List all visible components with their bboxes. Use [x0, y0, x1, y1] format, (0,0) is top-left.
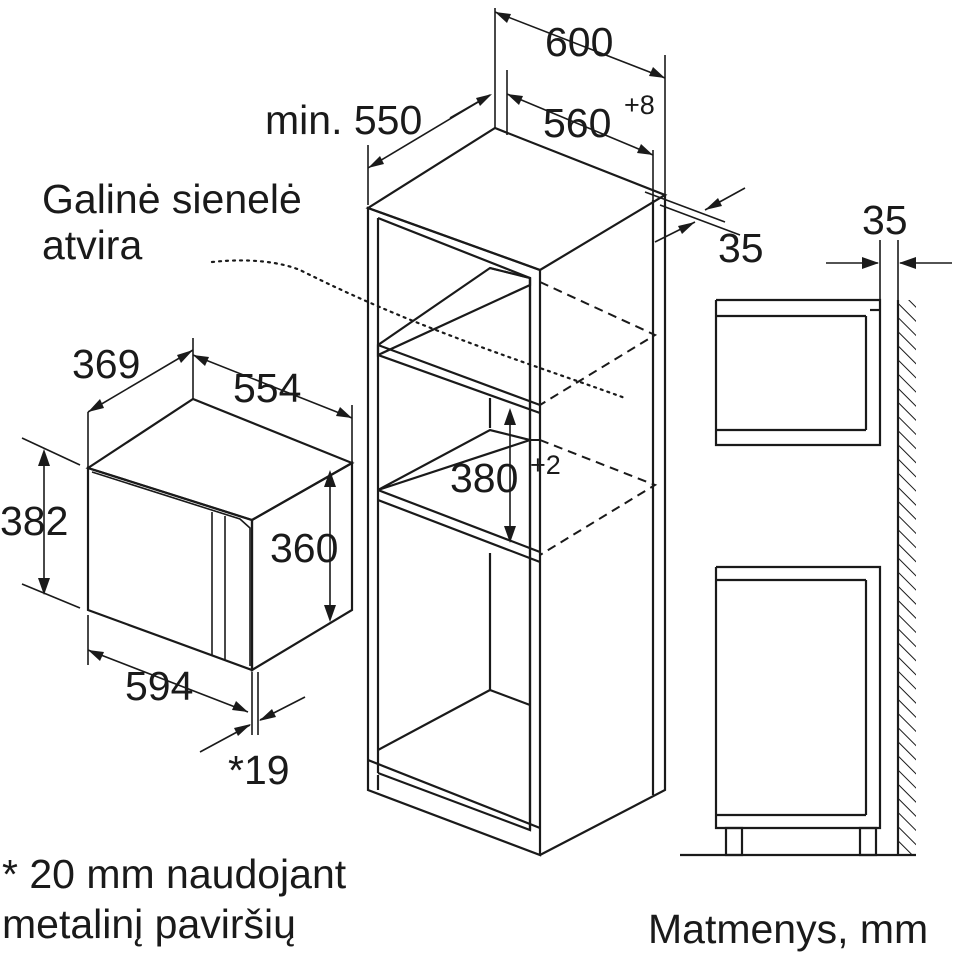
side-view-drawing [680, 240, 952, 857]
back-wall-label-line1: Galinė sienelė [42, 176, 302, 222]
dim-19-label: *19 [228, 747, 290, 793]
dim-380-tolerance: +2 [530, 450, 561, 480]
dim-min-550-label: min. 550 [265, 97, 422, 143]
dim-382-label: 382 [0, 498, 68, 544]
dim-560-tolerance: +8 [624, 90, 655, 120]
footnote-line1: * 20 mm naudojant [2, 851, 347, 897]
dim-594-label: 594 [125, 663, 193, 709]
dim-554-label: 554 [233, 365, 301, 411]
microwave-dimensions [21, 338, 353, 753]
cabinet-drawing [365, 126, 668, 857]
dim-35-right-label: 35 [862, 197, 908, 243]
dim-360-label: 360 [270, 525, 338, 571]
cabinet-dimensions [367, 8, 746, 543]
dim-560-label: 560 [543, 100, 611, 146]
units-label: Matmenys, mm [648, 906, 928, 952]
back-wall-label-line2: atvira [42, 222, 142, 268]
dim-35-side-label: 35 [718, 225, 764, 271]
microwave-drawing [85, 397, 355, 672]
dim-369-label: 369 [72, 341, 140, 387]
dim-380-label: 380 [450, 455, 518, 501]
footnote-line2: metalinį paviršių [2, 901, 296, 947]
dim-600-label: 600 [545, 19, 613, 65]
back-wall-leader [210, 259, 627, 400]
